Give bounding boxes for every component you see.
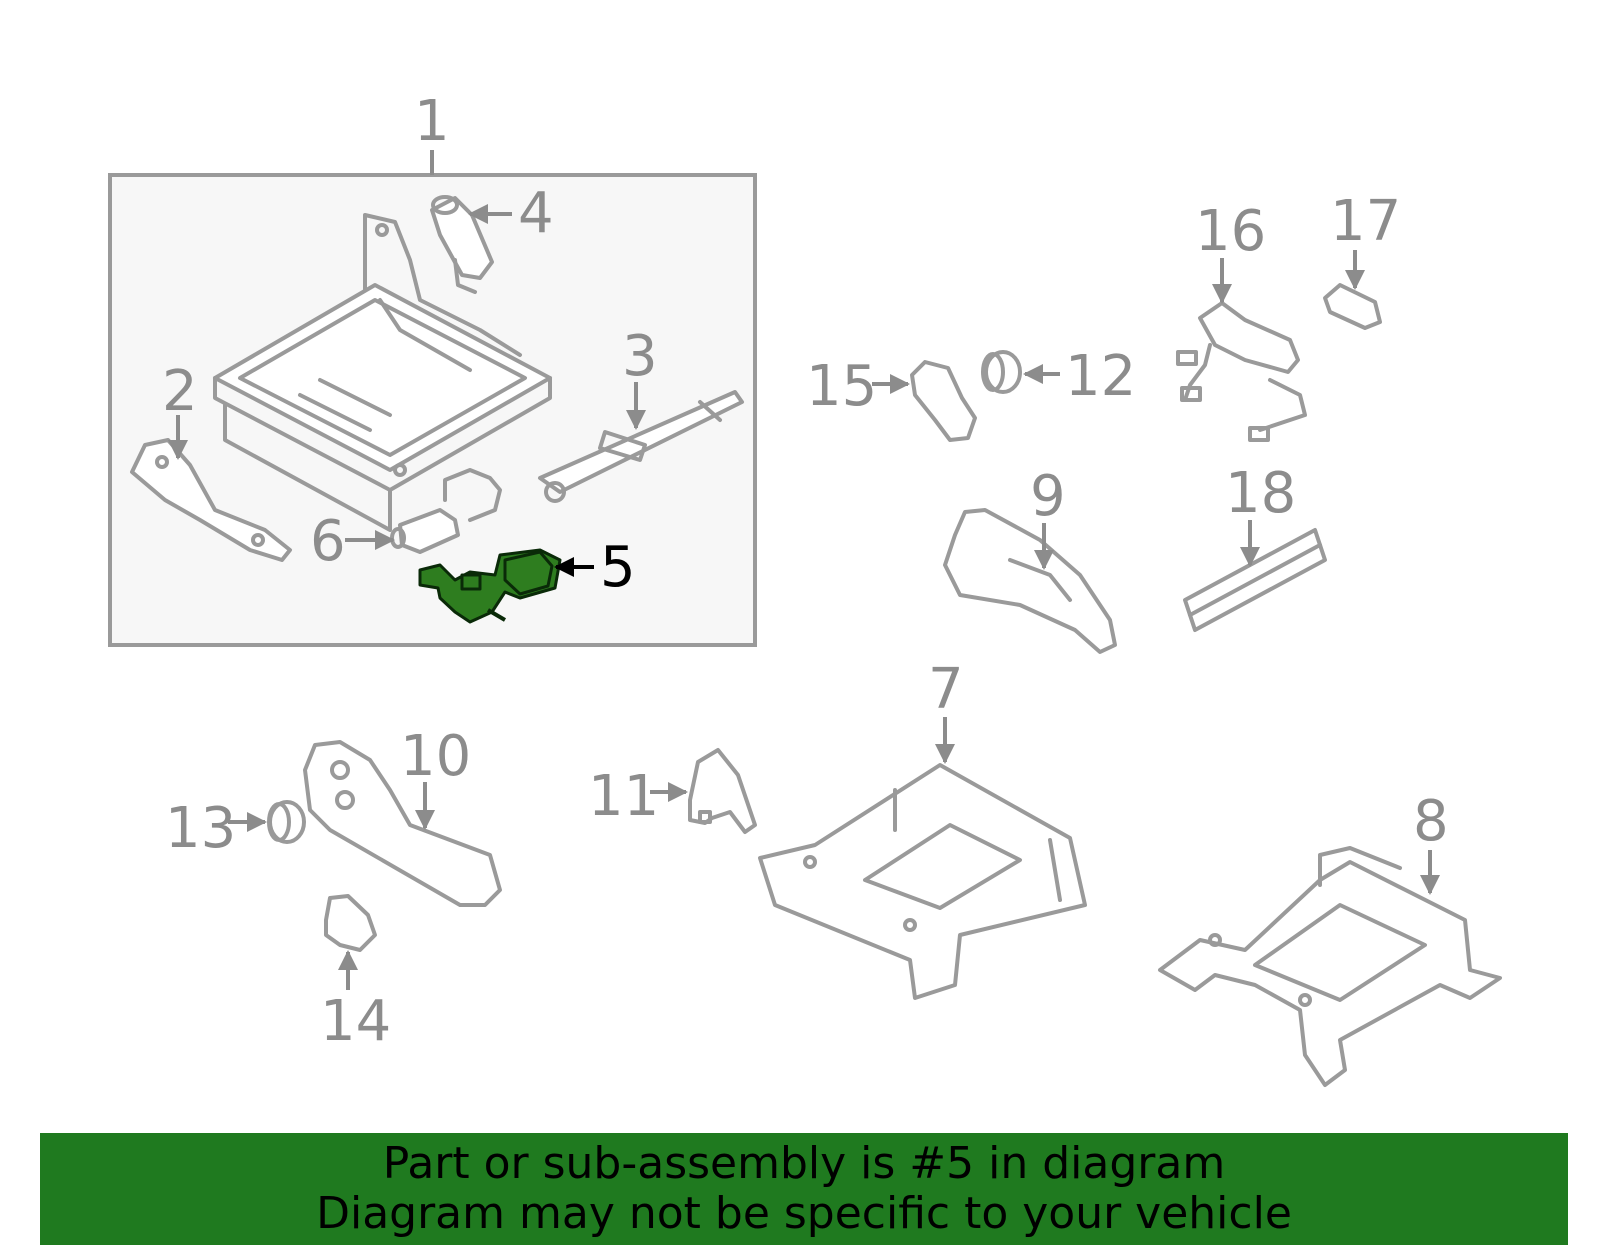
part-14-knob[interactable]: [324, 894, 377, 952]
callout-4[interactable]: 4: [518, 181, 554, 246]
part-11-cover[interactable]: [688, 748, 757, 834]
callout-14[interactable]: 14: [320, 989, 391, 1054]
part-3-track-rod[interactable]: [538, 390, 744, 503]
part-5-seat-adjuster-motor[interactable]: [418, 548, 562, 624]
part-2-side-bracket[interactable]: [130, 438, 292, 562]
part-1-seat-frame[interactable]: [213, 213, 552, 532]
part-10-side-panel[interactable]: [303, 740, 502, 907]
callout-1[interactable]: 1: [414, 89, 450, 154]
callout-15[interactable]: 15: [806, 354, 877, 419]
callout-7[interactable]: 7: [928, 657, 964, 722]
part-16-switch[interactable]: [1176, 301, 1307, 442]
callout-3[interactable]: 3: [622, 324, 658, 389]
banner-line-1: Part or sub-assembly is #5 in diagram: [382, 1138, 1226, 1189]
callout-16[interactable]: 16: [1195, 199, 1266, 264]
part-8-base-frame[interactable]: [1158, 846, 1502, 1087]
callout-10[interactable]: 10: [400, 724, 471, 789]
part-7-lower-frame[interactable]: [758, 763, 1087, 1000]
callout-13[interactable]: 13: [165, 796, 236, 861]
callout-11[interactable]: 11: [588, 764, 659, 829]
callout-9[interactable]: 9: [1030, 464, 1066, 529]
callout-8[interactable]: 8: [1413, 789, 1449, 854]
info-banner: Part or sub-assembly is #5 in diagram Di…: [40, 1133, 1568, 1245]
part-13-cap[interactable]: [267, 800, 306, 844]
part-15-handle[interactable]: [910, 360, 977, 442]
callout-17[interactable]: 17: [1330, 189, 1401, 254]
banner-line-2: Diagram may not be specific to your vehi…: [316, 1188, 1292, 1239]
callout-12[interactable]: 12: [1065, 344, 1136, 409]
part-4-motor[interactable]: [430, 195, 494, 294]
callout-2[interactable]: 2: [162, 359, 198, 424]
part-18-trim-strip[interactable]: [1183, 528, 1327, 632]
callout-18[interactable]: 18: [1225, 461, 1296, 526]
part-9-side-cover[interactable]: [943, 508, 1117, 654]
callout-6[interactable]: 6: [310, 509, 346, 574]
part-12-cap[interactable]: [981, 350, 1022, 394]
part-6-motor[interactable]: [390, 468, 502, 554]
part-17-button[interactable]: [1323, 283, 1382, 330]
callout-5[interactable]: 5: [600, 535, 636, 600]
